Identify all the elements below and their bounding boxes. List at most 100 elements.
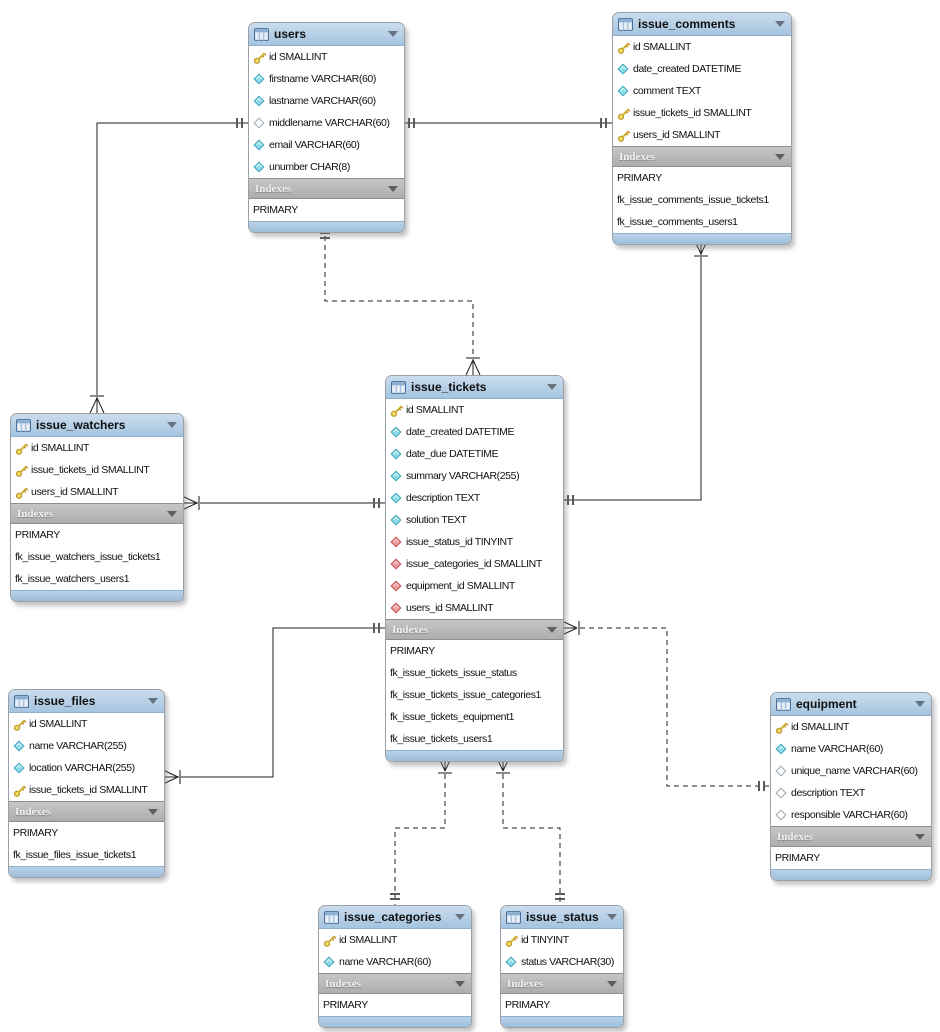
collapse-arrow-icon[interactable] — [388, 185, 398, 192]
table-header[interactable]: equipment — [771, 693, 931, 716]
column-row[interactable]: comment TEXT — [613, 80, 791, 102]
column-row[interactable]: middlename VARCHAR(60) — [249, 112, 404, 134]
relationship-users_issue_watchers[interactable] — [89, 118, 248, 414]
collapse-arrow-icon[interactable] — [167, 510, 177, 517]
column-row[interactable]: status VARCHAR(30) — [501, 951, 623, 973]
index-row[interactable]: fk_issue_tickets_users1 — [386, 728, 563, 750]
column-row[interactable]: lastname VARCHAR(60) — [249, 90, 404, 112]
column-row[interactable]: issue_categories_id SMALLINT — [386, 553, 563, 575]
relationship-issue_tickets_issue_files[interactable] — [162, 623, 385, 785]
table-header[interactable]: issue_files — [9, 690, 164, 713]
relationship-issue_tickets_issue_watchers[interactable] — [181, 495, 385, 511]
column-row[interactable]: date_created DATETIME — [386, 421, 563, 443]
column-row[interactable]: name VARCHAR(60) — [771, 738, 931, 760]
indexes-header[interactable]: Indexes — [249, 178, 404, 199]
collapse-arrow-icon[interactable] — [148, 808, 158, 815]
table-issue_categories[interactable]: issue_categories id SMALLINT name VARCHA… — [318, 905, 472, 1028]
relationship-users_issue_tickets[interactable] — [320, 227, 481, 376]
column-row[interactable]: id TINYINT — [501, 929, 623, 951]
indexes-header[interactable]: Indexes — [11, 503, 183, 524]
collapse-arrow-icon[interactable] — [455, 980, 465, 987]
collapse-arrow-icon[interactable] — [607, 980, 617, 987]
index-row[interactable]: PRIMARY — [771, 847, 931, 869]
table-header[interactable]: issue_watchers — [11, 414, 183, 437]
table-header[interactable]: issue_status — [501, 906, 623, 929]
indexes-header[interactable]: Indexes — [771, 826, 931, 847]
column-row[interactable]: id SMALLINT — [386, 399, 563, 421]
index-row[interactable]: PRIMARY — [9, 822, 164, 844]
column-row[interactable]: equipment_id SMALLINT — [386, 575, 563, 597]
column-row[interactable]: solution TEXT — [386, 509, 563, 531]
collapse-arrow-icon[interactable] — [167, 422, 177, 428]
index-row[interactable]: fk_issue_watchers_issue_tickets1 — [11, 546, 183, 568]
table-header[interactable]: issue_tickets — [386, 376, 563, 399]
column-row[interactable]: unumber CHAR(8) — [249, 156, 404, 178]
indexes-header[interactable]: Indexes — [386, 619, 563, 640]
column-row[interactable]: id SMALLINT — [9, 713, 164, 735]
indexes-header[interactable]: Indexes — [613, 146, 791, 167]
collapse-arrow-icon[interactable] — [547, 384, 557, 390]
column-row[interactable]: id SMALLINT — [319, 929, 471, 951]
collapse-arrow-icon[interactable] — [775, 153, 785, 160]
table-header[interactable]: issue_comments — [613, 13, 791, 36]
relationship-issue_status_issue_tickets[interactable] — [495, 755, 565, 905]
collapse-arrow-icon[interactable] — [388, 31, 398, 37]
column-row[interactable]: issue_tickets_id SMALLINT — [9, 779, 164, 801]
column-row[interactable]: id SMALLINT — [249, 46, 404, 68]
column-row[interactable]: id SMALLINT — [771, 716, 931, 738]
collapse-arrow-icon[interactable] — [607, 914, 617, 920]
column-row[interactable]: users_id SMALLINT — [613, 124, 791, 146]
index-row[interactable]: PRIMARY — [613, 167, 791, 189]
index-row[interactable]: fk_issue_comments_issue_tickets1 — [613, 189, 791, 211]
column-row[interactable]: summary VARCHAR(255) — [386, 465, 563, 487]
column-row[interactable]: date_created DATETIME — [613, 58, 791, 80]
relationship-issue_categories_issue_tickets[interactable] — [390, 755, 453, 905]
column-row[interactable]: name VARCHAR(255) — [9, 735, 164, 757]
column-row[interactable]: responsible VARCHAR(60) — [771, 804, 931, 826]
index-row[interactable]: PRIMARY — [501, 994, 623, 1016]
column-row[interactable]: name VARCHAR(60) — [319, 951, 471, 973]
indexes-header[interactable]: Indexes — [319, 973, 471, 994]
index-row[interactable]: fk_issue_tickets_issue_status — [386, 662, 563, 684]
column-row[interactable]: location VARCHAR(255) — [9, 757, 164, 779]
collapse-arrow-icon[interactable] — [775, 21, 785, 27]
column-row[interactable]: firstname VARCHAR(60) — [249, 68, 404, 90]
index-row[interactable]: PRIMARY — [319, 994, 471, 1016]
relationship-equipment_issue_tickets[interactable] — [561, 620, 770, 791]
index-row[interactable]: PRIMARY — [11, 524, 183, 546]
column-row[interactable]: id SMALLINT — [613, 36, 791, 58]
relationship-users_issue_comments[interactable] — [403, 118, 612, 128]
relationship-issue_tickets_issue_comments[interactable] — [562, 238, 709, 505]
column-row[interactable]: description TEXT — [386, 487, 563, 509]
table-issue_files[interactable]: issue_files id SMALLINT name VARCHAR(255… — [8, 689, 165, 878]
index-row[interactable]: fk_issue_comments_users1 — [613, 211, 791, 233]
indexes-header[interactable]: Indexes — [9, 801, 164, 822]
column-row[interactable]: email VARCHAR(60) — [249, 134, 404, 156]
collapse-arrow-icon[interactable] — [547, 626, 557, 633]
table-equipment[interactable]: equipment id SMALLINT name VARCHAR(60) u… — [770, 692, 932, 881]
collapse-arrow-icon[interactable] — [148, 698, 158, 704]
table-users[interactable]: users id SMALLINT firstname VARCHAR(60) … — [248, 22, 405, 233]
table-issue_watchers[interactable]: issue_watchers id SMALLINT issue_tickets… — [10, 413, 184, 602]
indexes-header[interactable]: Indexes — [501, 973, 623, 994]
column-row[interactable]: id SMALLINT — [11, 437, 183, 459]
collapse-arrow-icon[interactable] — [455, 914, 465, 920]
table-header[interactable]: issue_categories — [319, 906, 471, 929]
table-issue_tickets[interactable]: issue_tickets id SMALLINT date_created D… — [385, 375, 564, 762]
column-row[interactable]: description TEXT — [771, 782, 931, 804]
collapse-arrow-icon[interactable] — [915, 701, 925, 707]
index-row[interactable]: fk_issue_watchers_users1 — [11, 568, 183, 590]
column-row[interactable]: date_due DATETIME — [386, 443, 563, 465]
column-row[interactable]: issue_status_id TINYINT — [386, 531, 563, 553]
index-row[interactable]: fk_issue_files_issue_tickets1 — [9, 844, 164, 866]
table-issue_comments[interactable]: issue_comments id SMALLINT date_created … — [612, 12, 792, 245]
column-row[interactable]: users_id SMALLINT — [386, 597, 563, 619]
table-issue_status[interactable]: issue_status id TINYINT status VARCHAR(3… — [500, 905, 624, 1028]
column-row[interactable]: users_id SMALLINT — [11, 481, 183, 503]
table-header[interactable]: users — [249, 23, 404, 46]
column-row[interactable]: unique_name VARCHAR(60) — [771, 760, 931, 782]
index-row[interactable]: fk_issue_tickets_issue_categories1 — [386, 684, 563, 706]
index-row[interactable]: PRIMARY — [249, 199, 404, 221]
column-row[interactable]: issue_tickets_id SMALLINT — [613, 102, 791, 124]
